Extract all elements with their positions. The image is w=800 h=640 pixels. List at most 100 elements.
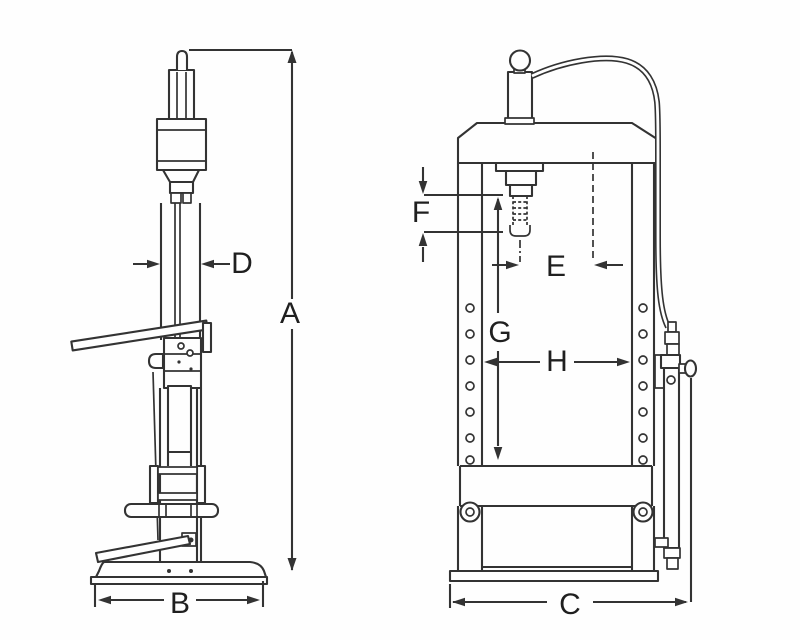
dim-A-arrow-down xyxy=(287,558,297,571)
cylinder-flange xyxy=(504,117,535,125)
ram-threaded-screw xyxy=(512,196,528,225)
front-view xyxy=(448,49,698,583)
pump-body-lines xyxy=(164,353,201,372)
hydraulic-hose-inner xyxy=(531,57,670,328)
dim-C-arrow-left xyxy=(452,597,465,607)
lever-pivot-dot xyxy=(188,537,194,543)
hole xyxy=(638,329,648,339)
pivot-pin-lower xyxy=(186,349,194,357)
hydraulic-hose-outer xyxy=(530,55,671,329)
base-bolt-right xyxy=(189,569,193,573)
side-mount-plate xyxy=(166,384,193,454)
dim-B-arrow-right xyxy=(247,595,260,605)
dim-B-lines xyxy=(93,581,265,607)
hole xyxy=(638,407,648,417)
hand-pump xyxy=(654,321,698,570)
sleeve-rung-bottom xyxy=(157,492,198,501)
ram-nut xyxy=(508,183,534,198)
hole xyxy=(638,433,648,443)
dim-B-arrow-left xyxy=(98,595,111,605)
front-base-bar xyxy=(448,569,660,583)
body-rivet-right xyxy=(189,367,193,371)
label-F: F xyxy=(412,196,430,229)
dim-D-arrow-left xyxy=(201,259,214,269)
dim-F-arrow-down xyxy=(418,181,428,194)
ram-block xyxy=(504,169,538,187)
label-B: B xyxy=(170,587,190,620)
dim-D-arrow-right xyxy=(147,259,160,269)
pump-bracket-lower xyxy=(654,537,669,548)
hole xyxy=(465,381,475,391)
dim-F-arrow-up xyxy=(418,233,428,246)
pump-plunger-base xyxy=(666,343,680,356)
pump-head xyxy=(659,353,682,370)
pump-cylinder xyxy=(662,366,681,550)
side-head-block-lines xyxy=(157,129,206,162)
foot-lever xyxy=(94,534,192,564)
label-A: A xyxy=(280,297,300,330)
pump-plunger-mid xyxy=(664,331,680,345)
table-pin-right-center xyxy=(638,507,648,517)
dim-E-arrow-left xyxy=(594,260,607,270)
pivot-pin-upper xyxy=(177,342,185,350)
dimension-B: B xyxy=(93,581,265,620)
hole xyxy=(638,303,648,313)
label-H: H xyxy=(546,345,568,378)
dimension-G: G xyxy=(488,197,512,460)
frame-uprights xyxy=(456,163,656,571)
dimension-D: D xyxy=(133,247,253,280)
cylinder-ball-knob xyxy=(508,49,532,72)
label-G: G xyxy=(488,316,511,349)
dimension-H: H xyxy=(484,345,630,378)
label-E: E xyxy=(546,250,566,283)
release-valve-knob xyxy=(147,352,165,370)
pump-port xyxy=(666,375,676,385)
hole xyxy=(465,455,475,465)
upright-holes xyxy=(465,303,648,465)
hole xyxy=(638,455,648,465)
table-pin-left-center xyxy=(465,507,475,517)
dim-G-arrow-up xyxy=(493,197,503,210)
top-crossbeam xyxy=(456,121,659,165)
sleeve-bar-left xyxy=(148,464,160,505)
side-rod-knob xyxy=(175,49,189,70)
sleeve-rung-top xyxy=(157,466,198,475)
ram-assembly xyxy=(494,161,545,262)
dim-H-arrow-left xyxy=(484,357,497,367)
dimension-E: E xyxy=(492,152,623,283)
hydraulic-cylinder xyxy=(506,70,534,122)
pump-foot xyxy=(666,557,679,570)
side-neck-tabs xyxy=(170,192,192,204)
pump-plunger-top xyxy=(667,321,677,333)
hole xyxy=(465,433,475,443)
dim-A-arrow-up xyxy=(287,50,297,63)
side-crossbar xyxy=(123,502,220,519)
dim-C-arrow-right xyxy=(675,597,688,607)
sleeve-bar-right xyxy=(195,464,207,505)
dim-C-lines xyxy=(448,378,693,608)
dim-G-arrow-down xyxy=(493,447,503,460)
dim-H-arrow-right xyxy=(617,357,630,367)
dim-E-arrow-right xyxy=(506,260,519,270)
label-D: D xyxy=(231,247,253,280)
side-screw-rod xyxy=(174,203,181,338)
dimension-A: A xyxy=(189,48,300,571)
body-rivet-left xyxy=(177,360,181,364)
pump-base-block xyxy=(663,547,681,559)
side-base xyxy=(94,560,268,579)
dim-F-lines xyxy=(421,167,503,262)
pump-handle-socket xyxy=(683,359,698,378)
hole xyxy=(638,355,648,365)
hole xyxy=(465,329,475,339)
side-head-block xyxy=(155,117,208,172)
crossbar-column-lines xyxy=(158,504,198,517)
hole xyxy=(465,355,475,365)
side-view xyxy=(70,49,269,586)
press-table xyxy=(458,464,654,508)
dimension-C: C xyxy=(448,378,693,621)
side-column-upper xyxy=(159,203,202,340)
ram-flange xyxy=(494,161,545,173)
ram-tip xyxy=(509,225,531,237)
